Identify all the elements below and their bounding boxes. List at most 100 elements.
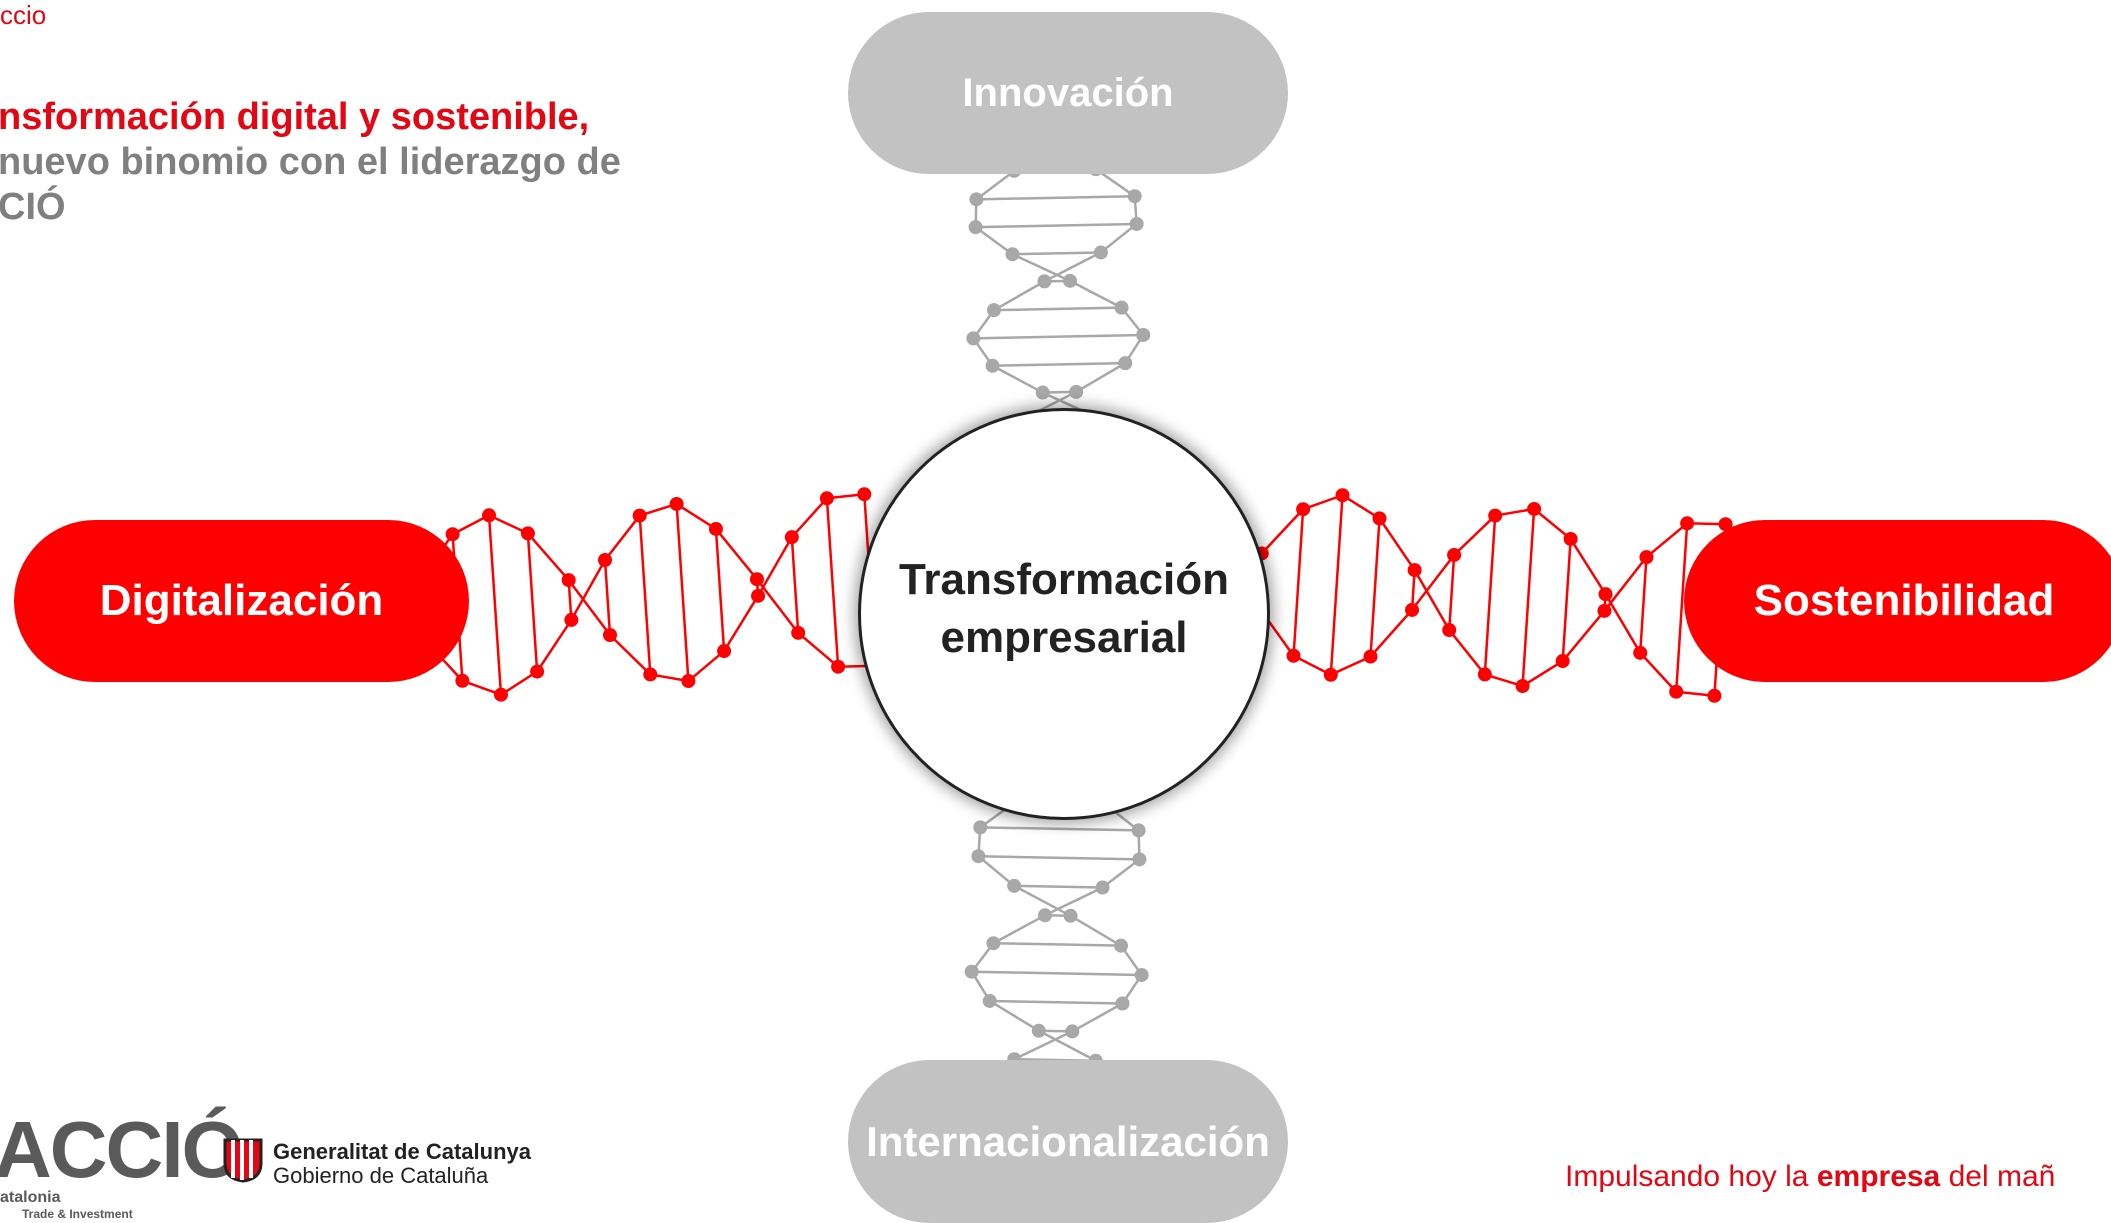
dna-top-rung	[975, 222, 1137, 229]
center-circle: Transformación empresarial	[858, 408, 1270, 820]
dna-left-node	[681, 674, 696, 689]
dna-left-node	[708, 521, 723, 536]
dna-left-strand-a	[675, 502, 717, 531]
dna-bottom-strand-a	[1013, 884, 1072, 917]
dna-right-node	[1405, 602, 1420, 617]
generalitat-emblem-icon	[223, 1138, 263, 1183]
dna-bottom-node	[1132, 852, 1147, 867]
dna-left-node	[564, 612, 579, 627]
dna-top-node	[966, 331, 981, 346]
dna-left-strand-a	[500, 670, 538, 696]
dna-top-strand-a	[1069, 279, 1123, 309]
slogan: Impulsando hoy la empresa del mañ	[1565, 1160, 2055, 1194]
dna-bottom-strand-b	[1038, 1029, 1097, 1062]
dna-right-node	[1372, 511, 1387, 526]
page-headline: nsformación digital y sostenible, nuevo …	[0, 95, 621, 230]
dna-left-node	[455, 673, 470, 688]
dna-top-node	[985, 358, 1000, 373]
dna-bottom-strand-b	[989, 999, 1040, 1032]
dna-right-node	[1563, 531, 1578, 546]
dna-right-strand-b	[1341, 494, 1381, 520]
dna-left-node	[530, 664, 545, 679]
dna-top-strand-a	[1075, 362, 1126, 393]
dna-top-node	[1035, 385, 1050, 400]
accio-logo-sub: atalonia Trade & Investment	[0, 1190, 133, 1222]
dna-top-node	[986, 303, 1001, 318]
dna-left-rung	[603, 559, 612, 636]
dna-left-strand-b	[756, 536, 793, 597]
dna-bottom-strand-a	[1013, 1030, 1073, 1061]
dna-bottom-node	[986, 936, 1001, 951]
dna-top-node	[968, 220, 983, 235]
dna-bottom-node	[1095, 880, 1110, 895]
dna-left-strand-b	[488, 514, 529, 535]
center-line-2: empresarial	[940, 613, 1188, 662]
dna-left-node	[445, 527, 460, 542]
dna-bottom-rung	[993, 941, 1122, 947]
innovation-pill: Innovación	[848, 12, 1288, 174]
dna-top-rung	[1012, 251, 1101, 256]
dna-bottom-node	[1134, 967, 1149, 982]
dna-right-strand-b	[1603, 556, 1648, 612]
dna-right-node	[1707, 688, 1722, 703]
dna-right-strand-a	[1533, 508, 1572, 540]
dna-bottom-node	[971, 849, 986, 864]
dna-right-rung	[1292, 509, 1305, 656]
dna-right-node	[1363, 649, 1378, 664]
logo-sub-line-1: atalonia	[0, 1189, 61, 1206]
dna-left-rung	[638, 515, 652, 675]
dna-left-rung	[825, 498, 840, 667]
dna-right-node	[1477, 667, 1492, 682]
dna-left-strand-b	[567, 579, 611, 636]
dna-left-strand-a	[536, 619, 573, 673]
dna-left-strand-a	[714, 528, 758, 580]
dna-right-strand-a	[1330, 655, 1372, 676]
dna-right-node	[1527, 501, 1542, 516]
dna-left-strand-a	[604, 514, 641, 561]
dna-bottom-node	[1115, 996, 1130, 1011]
dna-left-strand-b	[790, 497, 828, 538]
dna-right-strand-a	[1369, 609, 1413, 658]
dna-top-node	[1127, 189, 1142, 204]
dna-top-strand-b	[991, 364, 1044, 394]
dna-top-strand-a	[1011, 253, 1071, 282]
dna-right-rung	[1521, 508, 1536, 687]
slogan-pre: Impulsando hoy la	[1565, 1160, 1817, 1193]
dna-right-strand-a	[1453, 514, 1497, 556]
dna-bottom-strand-a	[977, 855, 1015, 887]
dna-left-rung	[714, 528, 726, 652]
dna-bottom-node	[1037, 908, 1052, 923]
dna-right-rung	[1369, 518, 1381, 657]
dna-right-strand-a	[1411, 554, 1456, 611]
dna-top-rung	[976, 194, 1135, 201]
top-label: ccio	[0, 0, 47, 30]
dna-top-node	[1005, 247, 1020, 262]
center-line-1: Transformación	[898, 555, 1230, 604]
dna-top-node	[1093, 245, 1108, 260]
dna-top-strand-a	[975, 169, 1016, 201]
dna-top-strand-b	[1100, 222, 1138, 254]
dna-left-strand-a	[570, 559, 607, 621]
dna-right-node	[1286, 648, 1301, 663]
dna-top-rung	[993, 306, 1122, 312]
headline-line-1: nsformación digital y sostenible,	[0, 96, 590, 138]
sustainability-pill: Sostenibilidad	[1684, 520, 2111, 682]
dna-right-node	[1447, 547, 1462, 562]
dna-bottom-strand-a	[1069, 914, 1122, 947]
dna-right-node	[1323, 667, 1338, 682]
dna-right-strand-b	[1378, 517, 1416, 571]
dna-right-rung	[1483, 515, 1497, 675]
dna-right-strand-b	[1413, 569, 1451, 631]
dna-left-node	[493, 687, 508, 702]
dna-right-node	[1488, 508, 1503, 523]
dna-right-strand-b	[1521, 659, 1564, 688]
dna-bottom-strand-b	[992, 914, 1046, 945]
dna-top-node	[1063, 273, 1078, 288]
dna-left-node	[597, 552, 612, 567]
center-text: Transformación empresarial	[899, 551, 1229, 667]
dna-bottom-rung	[980, 826, 1139, 832]
dna-left-node	[643, 667, 658, 682]
dna-left-rung	[487, 515, 503, 695]
dna-right-node	[1639, 550, 1654, 565]
dna-left-node	[857, 487, 872, 502]
